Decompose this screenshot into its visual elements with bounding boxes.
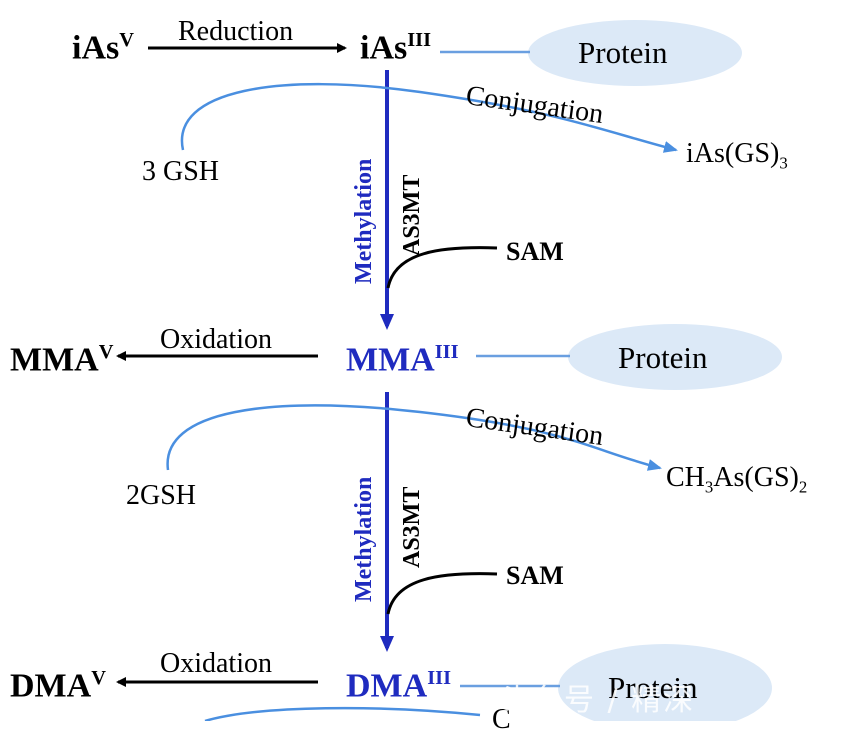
mma-iii-label: MMAIII <box>346 341 459 379</box>
sam-label-1: SAM <box>506 237 564 266</box>
protein-ellipse-3 <box>558 644 772 721</box>
product-ch3as-gs2: CH3As(GS)2 <box>666 462 808 497</box>
enzyme-label-1: AS3MT <box>399 174 425 256</box>
conjugation-curve-2 <box>166 404 662 471</box>
protein-ellipse-1 <box>528 20 742 86</box>
protein-label-3: Protein <box>608 670 698 705</box>
dma-iii-label: DMAIII <box>346 667 452 705</box>
ias-v-label: iAsV <box>72 29 134 67</box>
gsh-label-1: 3 GSH <box>142 156 220 187</box>
conjugation-curve-1 <box>180 82 678 153</box>
methylation-label-1: Methylation <box>351 158 377 284</box>
reduction-label: Reduction <box>178 16 294 47</box>
protein-label-1: Protein <box>578 35 668 70</box>
methylation-label-2: Methylation <box>351 476 377 602</box>
sam-curve-2 <box>386 572 498 615</box>
conjugation-curve-3 <box>204 706 481 721</box>
product-ias-gs3: iAs(GS)3 <box>686 138 788 173</box>
watermark: 头条号 / 精深 <box>500 683 696 718</box>
protein-label-2: Protein <box>618 340 708 375</box>
ias-iii-label: iAsIII <box>360 29 432 67</box>
oxidation-label-1: Oxidation <box>160 324 272 355</box>
sam-label-2: SAM <box>506 561 564 590</box>
protein-ellipse-2 <box>568 324 782 390</box>
enzyme-label-2: AS3MT <box>399 486 425 568</box>
gsh-label-2: 2GSH <box>126 480 197 511</box>
dma-v-label: DMAV <box>10 667 106 705</box>
oxidation-label-2: Oxidation <box>160 648 272 679</box>
mma-v-label: MMAV <box>10 341 114 379</box>
sam-curve-1 <box>386 246 498 289</box>
